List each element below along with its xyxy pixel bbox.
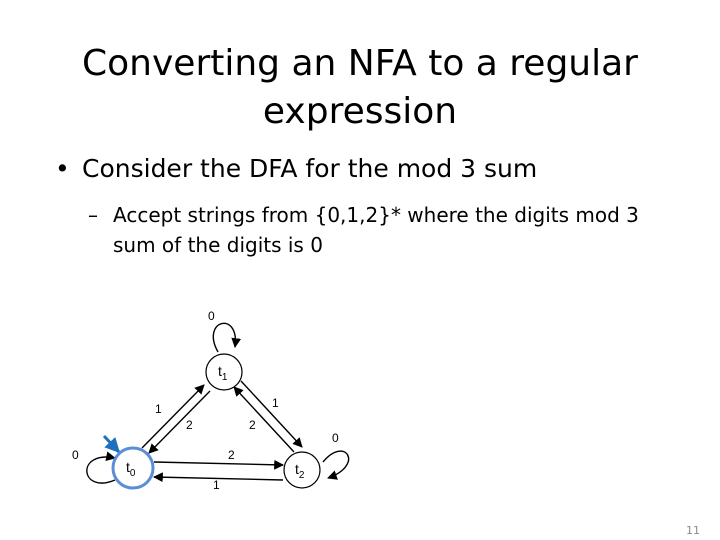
state-t0: [111, 446, 155, 490]
state-label-t0: t0: [126, 459, 136, 479]
state-t1: [205, 353, 243, 391]
label-t2-t0: 1: [213, 478, 220, 492]
state-label-t1: t1: [218, 363, 228, 383]
label-loop-t0: 0: [72, 448, 79, 462]
sub-bullet-marker: –: [88, 203, 98, 227]
self-loop-t0: [86, 451, 116, 484]
label-t0-t1: 1: [155, 402, 162, 416]
self-loop-t2: [322, 450, 350, 480]
sub-bullet-text: Accept strings from {0,1,2}* where the d…: [113, 203, 639, 257]
label-t1-t2: 1: [272, 396, 279, 410]
slide-title: Converting an NFA to a regular expressio…: [82, 43, 638, 132]
edge-t2-t1: [233, 386, 295, 453]
label-t2-t1: 2: [249, 418, 256, 432]
edge-t1-t2: [240, 380, 303, 448]
label-loop-t2: 0: [332, 431, 339, 445]
label-t0-t2: 2: [228, 448, 235, 462]
label-t1-t0: 2: [186, 418, 193, 432]
bullet-marker: •: [55, 154, 70, 183]
edge-t0-t2: [153, 459, 284, 470]
edge-t1-t0: [148, 390, 211, 454]
label-loop-t1: 0: [208, 309, 215, 323]
edge-t0-t1: [141, 384, 205, 449]
state-label-t2: t2: [295, 461, 305, 481]
slide-number: 11: [686, 524, 700, 537]
self-loop-t1: [212, 322, 242, 353]
bullet-text: Consider the DFA for the mod 3 sum: [82, 154, 538, 183]
start-arrow: [102, 434, 121, 454]
state-t2: [283, 451, 321, 489]
edge-t2-t0: [153, 472, 284, 483]
